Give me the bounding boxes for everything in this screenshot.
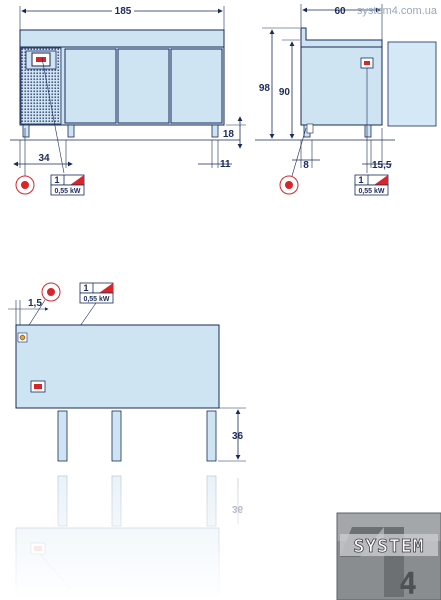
door-2 (117, 48, 170, 124)
open-door (387, 41, 437, 127)
leg (211, 124, 219, 138)
door-3 (170, 48, 223, 124)
worktop (19, 29, 225, 48)
top-leg (57, 410, 68, 462)
logo-text: SYSTEM (353, 536, 424, 557)
power-badge: 1 0,55 kW (50, 174, 85, 196)
depth-dim: 60 (334, 6, 346, 17)
side-view: 60 98 90 8 15,5 (255, 4, 437, 196)
left-offset-dim: 8 (303, 160, 309, 171)
power-value: 0,55 kW (54, 188, 80, 195)
front-width-dim: 185 (115, 6, 132, 17)
side-power-badge: 1 0,55 kW (354, 174, 389, 196)
system4-logo: SYSTEM 4 (336, 512, 441, 600)
logo-number: 4 (399, 567, 417, 600)
top-panel (15, 324, 220, 409)
leg-height-dim: 18 (223, 129, 235, 140)
side-phase-count: 1 (358, 175, 363, 185)
body-height-dim: 90 (279, 87, 291, 98)
top-leg-height-dim: 36 (232, 431, 244, 442)
top-power-badge: 1 0,55 kW (79, 282, 114, 304)
top-leg (111, 410, 122, 462)
total-height-dim: 98 (259, 83, 271, 94)
watermark: system4.com.ua (357, 5, 438, 17)
door-1 (64, 48, 117, 124)
side-leg (364, 124, 372, 138)
leg-offset-dim: 11 (220, 159, 231, 170)
leg (22, 124, 30, 138)
socket-offset-dim: 34 (38, 153, 50, 164)
leg (67, 124, 75, 138)
top-offset-dim: 1,5 (28, 298, 42, 309)
phase-count: 1 (54, 175, 59, 185)
top-view: 1,5 1 0,55 kW 36 (8, 282, 246, 462)
front-view: 185 18 34 11 (10, 4, 246, 196)
top-phase-count: 1 (83, 283, 88, 293)
cable-entry-icon (19, 334, 26, 341)
right-offset-dim: 15,5 (372, 160, 392, 171)
side-power-value: 0,55 kW (358, 188, 384, 195)
side-worktop (300, 27, 383, 48)
top-power-value: 0,55 kW (83, 296, 109, 303)
top-leg (206, 410, 217, 462)
